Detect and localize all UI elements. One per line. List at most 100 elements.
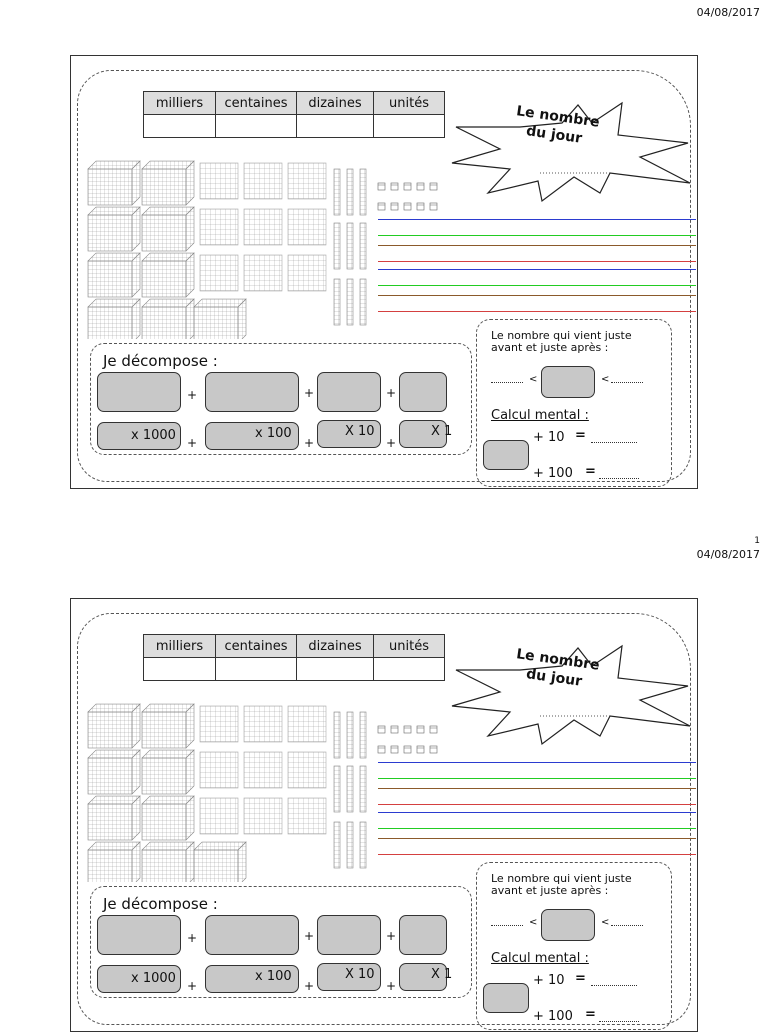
dashed-frame: milliers centaines dizaines unités Le no… bbox=[77, 70, 696, 487]
equals-sign: = bbox=[585, 464, 596, 479]
decompose-panel: Je décompose : + + + x 1000 + x 100 + X … bbox=[90, 343, 472, 455]
equals-sign: = bbox=[575, 428, 586, 443]
multiplier-label: X 1 bbox=[431, 424, 453, 439]
answer-box-milliers[interactable] bbox=[97, 915, 181, 955]
starburst-icon bbox=[451, 101, 691, 203]
multiplier-box-10[interactable] bbox=[317, 420, 381, 448]
line-red bbox=[378, 311, 696, 312]
cell-milliers[interactable] bbox=[143, 657, 216, 681]
column-header-dizaines: dizaines bbox=[296, 634, 374, 658]
line-blue bbox=[378, 269, 696, 270]
plus-sign: + bbox=[386, 436, 397, 450]
mental-math-title: Calcul mental : bbox=[491, 951, 589, 966]
answer-box-unites[interactable] bbox=[399, 915, 447, 955]
multiplier-box-1000[interactable] bbox=[97, 422, 181, 450]
number-neighbors-panel: Le nombre qui vient juste avant et juste… bbox=[476, 319, 672, 487]
mental-math-start-box[interactable] bbox=[483, 983, 529, 1013]
multiplier-box-1000[interactable] bbox=[97, 965, 181, 993]
answer-box-unites[interactable] bbox=[399, 372, 447, 412]
cell-centaines[interactable] bbox=[215, 114, 297, 138]
multiplier-box-1[interactable] bbox=[399, 420, 447, 448]
worksheet-bottom: milliers centaines dizaines unités Le no… bbox=[70, 598, 698, 1032]
number-of-day-box[interactable] bbox=[541, 366, 595, 398]
op-plus-10: + 10 bbox=[533, 430, 565, 445]
plus-sign: + bbox=[187, 388, 198, 402]
multiplier-box-100[interactable] bbox=[205, 965, 299, 993]
plus-sign: + bbox=[304, 436, 315, 450]
plus-sign: + bbox=[187, 931, 198, 945]
cell-milliers[interactable] bbox=[143, 114, 216, 138]
neighbors-text-line2: avant et juste après : bbox=[491, 884, 609, 897]
line-red bbox=[378, 804, 696, 805]
column-header-dizaines: dizaines bbox=[296, 91, 374, 115]
before-number-blank[interactable] bbox=[491, 925, 523, 926]
less-than-sign: < bbox=[601, 917, 610, 928]
answer-box-milliers[interactable] bbox=[97, 372, 181, 412]
multiplier-label: x 1000 bbox=[131, 971, 176, 986]
op-plus-100: + 100 bbox=[533, 466, 573, 481]
line-blue bbox=[378, 812, 696, 813]
less-than-sign: < bbox=[529, 374, 538, 385]
multiplier-box-100[interactable] bbox=[205, 422, 299, 450]
mental-math-title: Calcul mental : bbox=[491, 408, 589, 423]
answer-blank-100[interactable] bbox=[599, 478, 639, 479]
multiplier-label: x 1000 bbox=[131, 428, 176, 443]
neighbors-text-line1: Le nombre qui vient juste bbox=[491, 872, 632, 885]
answer-box-centaines[interactable] bbox=[205, 372, 299, 412]
writing-lines bbox=[378, 762, 696, 862]
plus-sign: + bbox=[386, 386, 397, 400]
answer-blank-100[interactable] bbox=[599, 1021, 639, 1022]
less-than-sign: < bbox=[529, 917, 538, 928]
decompose-panel: Je décompose : + + + x 1000 + x 100 + X … bbox=[90, 886, 472, 998]
neighbors-text-line1: Le nombre qui vient juste bbox=[491, 329, 632, 342]
line-blue bbox=[378, 762, 696, 763]
plus-sign: + bbox=[304, 929, 315, 943]
cell-unites[interactable] bbox=[373, 657, 445, 681]
answer-box-dizaines[interactable] bbox=[317, 915, 381, 955]
multiplier-box-1[interactable] bbox=[399, 963, 447, 991]
cell-unites[interactable] bbox=[373, 114, 445, 138]
line-green bbox=[378, 828, 696, 829]
cell-dizaines[interactable] bbox=[296, 657, 374, 681]
date-label: 04/08/2017 bbox=[696, 548, 760, 561]
multiplier-label: X 1 bbox=[431, 967, 453, 982]
line-green bbox=[378, 235, 696, 236]
neighbors-text-line2: avant et juste après : bbox=[491, 341, 609, 354]
column-header-milliers: milliers bbox=[143, 634, 216, 658]
multiplier-label: X 10 bbox=[345, 424, 375, 439]
line-green bbox=[378, 778, 696, 779]
op-plus-10: + 10 bbox=[533, 973, 565, 988]
plus-sign: + bbox=[187, 979, 198, 993]
column-header-unites: unités bbox=[373, 634, 445, 658]
decompose-title: Je décompose : bbox=[103, 352, 218, 370]
plus-sign: + bbox=[386, 929, 397, 943]
before-number-blank[interactable] bbox=[491, 382, 523, 383]
number-of-day-box[interactable] bbox=[541, 909, 595, 941]
multiplier-label: x 100 bbox=[255, 969, 292, 984]
answer-box-dizaines[interactable] bbox=[317, 372, 381, 412]
cell-centaines[interactable] bbox=[215, 657, 297, 681]
after-number-blank[interactable] bbox=[611, 925, 643, 926]
column-header-centaines: centaines bbox=[215, 91, 297, 115]
answer-blank-10[interactable] bbox=[591, 442, 637, 443]
mental-math-start-box[interactable] bbox=[483, 440, 529, 470]
answer-blank-10[interactable] bbox=[591, 985, 637, 986]
plus-sign: + bbox=[386, 979, 397, 993]
dashed-frame: milliers centaines dizaines unités Le no… bbox=[77, 613, 696, 1030]
cell-dizaines[interactable] bbox=[296, 114, 374, 138]
line-red bbox=[378, 261, 696, 262]
plus-sign: + bbox=[304, 386, 315, 400]
after-number-blank[interactable] bbox=[611, 382, 643, 383]
line-brown bbox=[378, 295, 696, 296]
decompose-title: Je décompose : bbox=[103, 895, 218, 913]
answer-box-centaines[interactable] bbox=[205, 915, 299, 955]
less-than-sign: < bbox=[601, 374, 610, 385]
line-blue bbox=[378, 219, 696, 220]
starburst-icon bbox=[451, 644, 691, 746]
writing-lines bbox=[378, 219, 696, 319]
line-green bbox=[378, 285, 696, 286]
line-brown bbox=[378, 788, 696, 789]
equals-sign: = bbox=[585, 1007, 596, 1022]
multiplier-box-10[interactable] bbox=[317, 963, 381, 991]
equals-sign: = bbox=[575, 971, 586, 986]
